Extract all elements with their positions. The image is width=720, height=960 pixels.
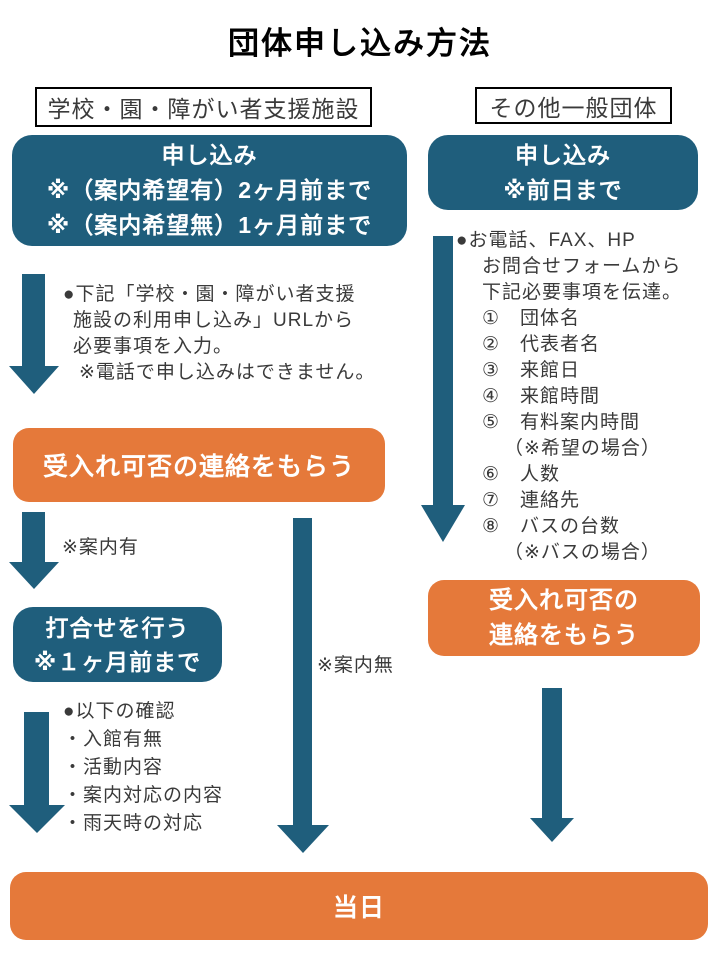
note-line: ⑧ バスの台数 — [482, 516, 621, 537]
note-line: ① 団体名 — [482, 308, 581, 329]
right-apply-note: ●お電話、FAX、HP お問合せフォームから 下記必要事項を伝達。 ① 団体名 … — [456, 228, 682, 566]
down-arrow-icon — [22, 512, 45, 562]
note-line: 施設の利用申し込み」URLから — [73, 310, 355, 331]
page-title: 団体申し込み方法 — [228, 26, 492, 61]
note-line: （※希望の場合） — [504, 438, 661, 459]
left-apply-note: ●下記「学校・園・障がい者支援 施設の利用申し込み」URLから 必要事項を入力。… — [63, 282, 375, 386]
down-arrow-icon — [433, 236, 453, 505]
right-acceptance-box-line: 連絡をもらう — [489, 622, 639, 649]
note-line: お問合せフォームから — [482, 256, 682, 277]
left-category-label: 学校・園・障がい者支援施設 — [35, 87, 372, 127]
down-arrow-icon — [277, 825, 329, 853]
note-line: 必要事項を入力。 — [73, 336, 234, 357]
note-line: ・活動内容 — [63, 757, 164, 778]
down-arrow-icon — [22, 274, 45, 366]
note-line: ⑤ 有料案内時間 — [482, 412, 641, 433]
left-acceptance-box: 受入れ可否の連絡をもらう — [13, 428, 385, 502]
down-arrow-icon — [9, 805, 65, 833]
note-line: ② 代表者名 — [482, 334, 601, 355]
note-line: ●お電話、FAX、HP — [456, 230, 636, 251]
left-apply-box: 申し込み ※（案内希望有）2ヶ月前まで ※（案内希望無）1ヶ月前まで — [12, 135, 407, 246]
right-acceptance-box-line: 受入れ可否の — [489, 587, 639, 614]
down-arrow-icon — [530, 818, 574, 842]
note-line: ・入館有無 — [63, 729, 164, 750]
right-acceptance-box: 受入れ可否の 連絡をもらう — [428, 580, 700, 656]
right-apply-box-line: ※前日まで — [503, 176, 623, 203]
left-apply-box-line: ※（案内希望有）2ヶ月前まで — [46, 177, 373, 203]
note-line: ●下記「学校・園・障がい者支援 — [63, 284, 356, 305]
note-line: （※バスの場合） — [504, 542, 661, 563]
note-line: ※電話で申し込みはできません。 — [79, 362, 376, 383]
right-apply-box: 申し込み ※前日まで — [428, 135, 698, 210]
note-line: ●以下の確認 — [63, 701, 176, 722]
down-arrow-icon — [293, 518, 312, 825]
right-apply-box-line: 申し込み — [515, 141, 611, 168]
down-arrow-icon — [421, 505, 465, 542]
down-arrow-icon — [9, 366, 59, 394]
meeting-box-line: ※１ヶ月前まで — [33, 648, 202, 675]
note-line: ・案内対応の内容 — [63, 785, 224, 806]
left-acceptance-box-line: 受入れ可否の連絡をもらう — [42, 453, 355, 481]
left-apply-box-line: ※（案内希望無）1ヶ月前まで — [46, 212, 373, 238]
meeting-box-line: 打合せを行う — [45, 614, 190, 641]
note-line: ③ 来館日 — [482, 360, 581, 381]
note-line: ⑦ 連絡先 — [482, 490, 581, 511]
guide-yes-label: ※案内有 — [62, 537, 139, 558]
meeting-note: ●以下の確認 ・入館有無 ・活動内容 ・案内対応の内容 ・雨天時の対応 — [63, 698, 223, 838]
down-arrow-icon — [9, 562, 59, 589]
note-line: 下記必要事項を伝達。 — [482, 282, 683, 303]
down-arrow-icon — [542, 688, 562, 818]
day-box: 当日 — [10, 872, 708, 940]
day-box-line: 当日 — [332, 894, 385, 922]
meeting-box: 打合せを行う ※１ヶ月前まで — [13, 607, 222, 682]
left-apply-box-line: 申し込み — [161, 142, 258, 168]
right-category-label: その他一般団体 — [475, 87, 672, 124]
guide-no-label: ※案内無 — [317, 655, 394, 676]
note-line: ④ 来館時間 — [482, 386, 601, 407]
down-arrow-icon — [24, 712, 49, 805]
note-line: ・雨天時の対応 — [63, 813, 204, 834]
note-line: ⑥ 人数 — [482, 464, 561, 485]
